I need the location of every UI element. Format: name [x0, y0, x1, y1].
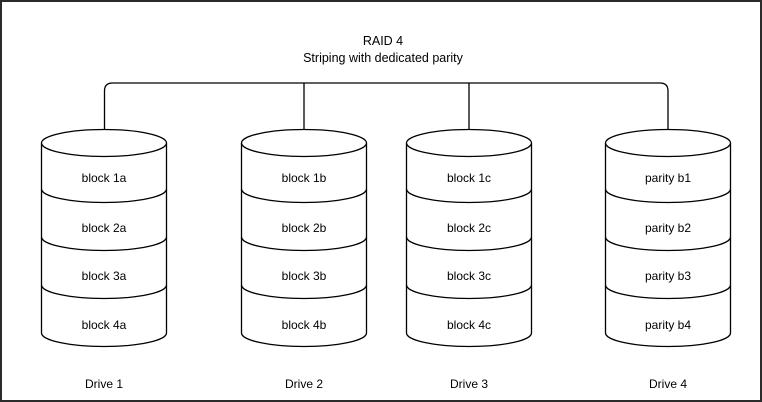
drive-name-label: Drive 2 [284, 377, 323, 391]
drive-block-label: parity b2 [644, 221, 692, 235]
disk-cylinder-icon [405, 128, 533, 348]
drive-block-label: block 3c [446, 269, 492, 283]
drive-block-label: block 3b [281, 269, 327, 283]
disk-cylinder-icon [604, 128, 732, 348]
drive-block-label: block 1b [281, 171, 327, 185]
drive-1-group: block 1a block 2a block 3a block 4a Driv… [39, 127, 169, 393]
diagram-title-line1: RAID 4 [362, 34, 404, 48]
drive-2-group: block 1b block 2b block 3b block 4b Driv… [239, 127, 369, 393]
drive-3-group: block 1c block 2c block 3c block 4c Driv… [404, 127, 534, 393]
disk-cylinder-icon [40, 128, 168, 348]
drive-block-label: block 2c [446, 221, 492, 235]
drive-block-label: block 2b [281, 221, 327, 235]
drive-name-label: Drive 4 [648, 377, 687, 391]
diagram-title-line2: Striping with dedicated parity [303, 51, 463, 65]
drive-block-label: block 4b [281, 318, 327, 332]
drive-block-label: block 1c [446, 171, 492, 185]
drive-block-label: block 1a [81, 171, 127, 185]
drive-block-label: parity b3 [644, 269, 692, 283]
drive-block-label: block 2a [81, 221, 127, 235]
drive-block-label: parity b1 [644, 171, 692, 185]
diagram-title: RAID 4 Striping with dedicated parity [2, 33, 760, 67]
drive-name-label: Drive 1 [84, 377, 123, 391]
disk-cylinder-icon [240, 128, 368, 348]
drive-block-label: block 4a [81, 318, 127, 332]
drive-block-label: block 3a [81, 269, 127, 283]
drive-block-label: parity b4 [644, 318, 692, 332]
drive-block-label: block 4c [446, 318, 492, 332]
drive-name-label: Drive 3 [449, 377, 488, 391]
drive-4-group: parity b1 parity b2 parity b3 parity b4 … [603, 127, 733, 393]
